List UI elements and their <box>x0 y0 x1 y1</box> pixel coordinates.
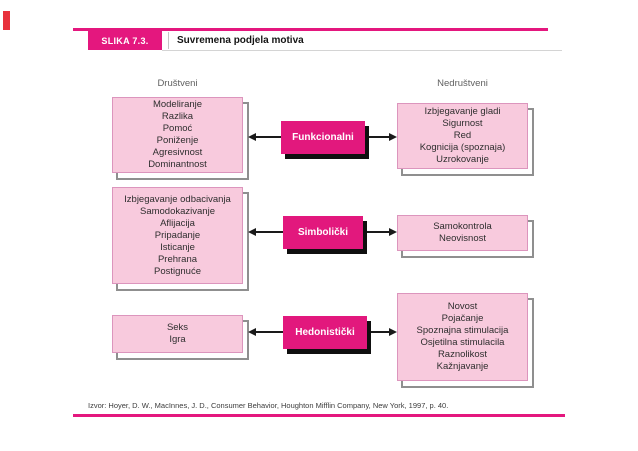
source-citation: Izvor: Hoyer, D. W., MacInnes, J. D., Co… <box>88 401 449 410</box>
column-header-nedrustveni: Nedruštveni <box>437 78 488 89</box>
bottom-accent-rule <box>73 414 565 417</box>
figure-title: Suvremena podjela motiva <box>177 35 304 46</box>
arrow-line <box>371 331 390 333</box>
motives-box-social-symbolic: Izbjegavanje odbacivanja Samodokazivanje… <box>112 187 249 291</box>
caption-underline <box>162 50 562 51</box>
column-header-drustveni: Društveni <box>157 78 198 89</box>
arrow-right-icon <box>389 328 397 336</box>
corner-red-mark <box>3 11 10 30</box>
caption-divider <box>168 32 169 49</box>
motives-box-nonsocial-hedonistic: Novost Pojačanje Spoznajna stimulacija O… <box>397 293 534 388</box>
category-box-funkcionalni: Funkcionalni <box>281 121 365 154</box>
arrow-right-icon <box>389 133 397 141</box>
arrow-line <box>256 136 281 138</box>
motives-box-nonsocial-functional: Izbjegavanje gladi Sigurnost Red Kognici… <box>397 103 534 176</box>
figure-label: SLIKA 7.3. <box>88 31 162 50</box>
arrow-left-icon <box>248 133 256 141</box>
top-accent-rule <box>73 28 548 31</box>
arrow-line <box>367 231 390 233</box>
arrow-right-icon <box>389 228 397 236</box>
arrow-line <box>256 231 283 233</box>
motives-box-social-functional: Modeliranje Razlika Pomoć Poniženje Agre… <box>112 97 249 180</box>
motives-box-nonsocial-symbolic: Samokontrola Neovisnost <box>397 215 534 258</box>
arrow-left-icon <box>248 328 256 336</box>
arrow-left-icon <box>248 228 256 236</box>
category-box-hedonisticki: Hedonistički <box>283 316 367 349</box>
motives-box-social-hedonistic: Seks Igra <box>112 315 249 360</box>
arrow-line <box>369 136 390 138</box>
category-box-simbolicki: Simbolički <box>283 216 363 249</box>
arrow-line <box>256 331 283 333</box>
